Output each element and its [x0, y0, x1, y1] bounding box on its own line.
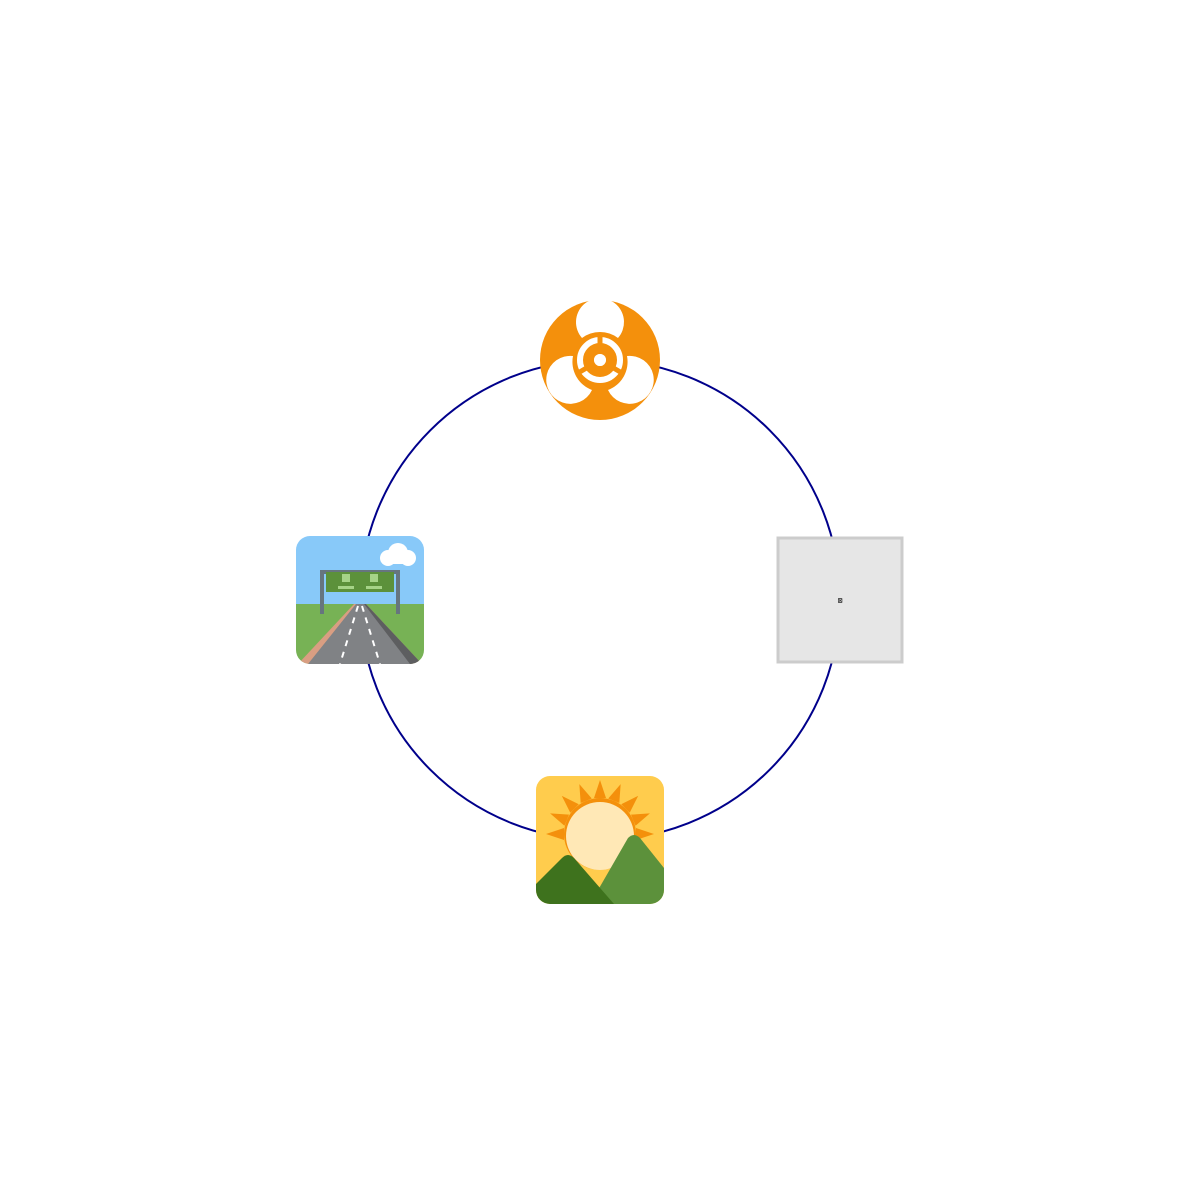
cycle-ring [359, 359, 841, 841]
biohazard-icon [540, 298, 660, 420]
missing-image-placeholder: ⊠ [776, 536, 904, 664]
sunrise-over-mountains-icon [536, 776, 664, 904]
motorway-icon [296, 536, 424, 664]
placeholder-glyph: ⊠ [838, 596, 843, 605]
